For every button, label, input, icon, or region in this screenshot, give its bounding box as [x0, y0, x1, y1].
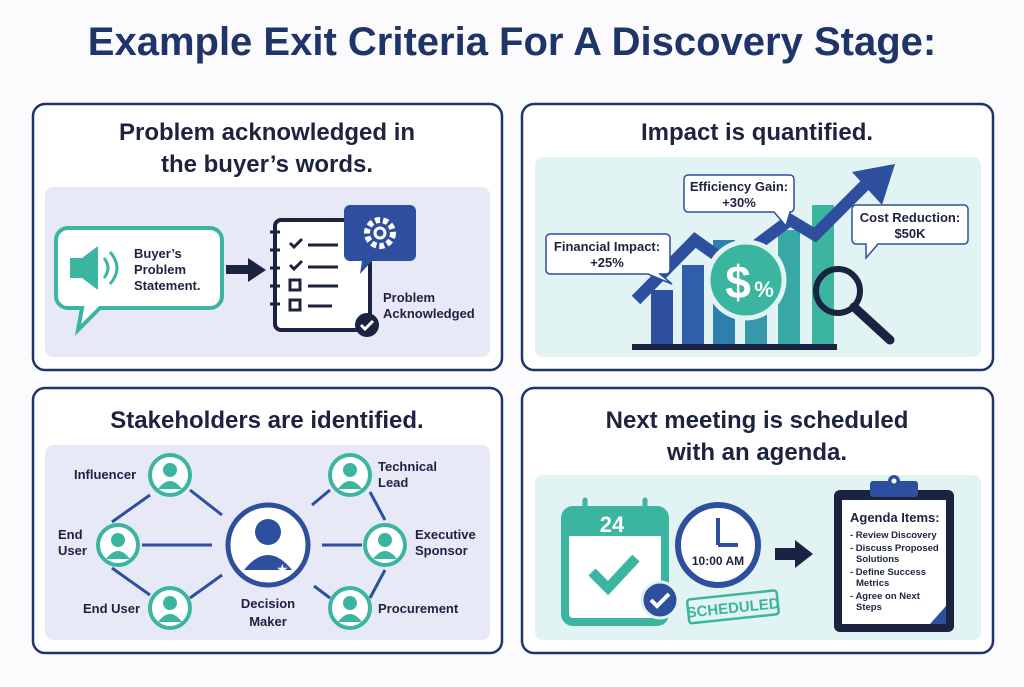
calendar-icon: 24 — [561, 497, 669, 626]
bubble-text-2: Problem — [134, 262, 186, 277]
magnifier-icon — [813, 266, 895, 345]
panel-heading-line1: Next meeting is scheduled — [606, 407, 909, 434]
agenda-title: Agenda Items: — [850, 510, 940, 525]
speaker-icon — [70, 246, 119, 290]
decision-maker-avatar: ★ — [225, 502, 311, 588]
center-label-1: Decision — [241, 596, 295, 611]
check-circle-icon — [355, 313, 379, 337]
avatar-end-user-2 — [148, 586, 192, 630]
agenda-item: - Review Discovery — [850, 530, 937, 541]
clipboard-icon — [834, 475, 954, 632]
bubble-text-3: Statement. — [134, 278, 200, 293]
callout-label: Financial Impact: — [554, 239, 660, 254]
avatar-technical-lead — [328, 453, 372, 497]
role-technical-lead-line1: Technical — [378, 459, 437, 474]
agenda-item: - Agree on Next — [850, 591, 921, 602]
panel-problem-acknowledged: Problem acknowledged in the buyer’s word… — [31, 102, 504, 372]
role-end-user-2: End User — [83, 601, 140, 616]
avatar-executive-sponsor — [363, 523, 407, 567]
callout-value: +25% — [590, 255, 624, 270]
clock-time: 10:00 AM — [692, 554, 744, 568]
role-influencer: Influencer — [74, 467, 136, 482]
agenda-item: - Discuss Proposed — [850, 543, 939, 554]
role-technical-lead-line2: Lead — [378, 475, 408, 490]
result-text-2: Acknowledged — [383, 306, 475, 321]
dollar-percent-badge: $ % — [705, 239, 787, 321]
panel-stakeholders: Stakeholders are identified. ★ Decision … — [31, 386, 504, 655]
clock-icon: 10:00 AM — [675, 502, 761, 588]
panel-heading-line2: with an agenda. — [666, 439, 847, 466]
role-procurement: Procurement — [378, 601, 459, 616]
callout-financial-impact: Financial Impact: +25% — [545, 233, 673, 285]
panel-heading: Stakeholders are identified. — [110, 407, 423, 434]
callout-cost-reduction: Cost Reduction: $50K — [851, 204, 969, 261]
panel-heading-line1: Problem acknowledged in — [119, 119, 415, 146]
role-executive-sponsor-line2: Sponsor — [415, 543, 468, 558]
bubble-text-1: Buyer’s — [134, 246, 182, 261]
agenda-item-cont: Solutions — [856, 554, 899, 565]
agenda-item: - Define Success — [850, 567, 926, 578]
agenda-item-cont: Steps — [856, 602, 882, 613]
panel-heading: Impact is quantified. — [641, 119, 873, 146]
role-end-user-line1: End — [58, 527, 83, 542]
role-end-user-line2: User — [58, 543, 87, 558]
gear-icon — [344, 205, 416, 274]
star-icon: ★ — [276, 561, 289, 577]
panel-heading-line2: the buyer’s words. — [161, 151, 373, 178]
check-circle-icon — [640, 580, 680, 620]
callout-label: Efficiency Gain: — [690, 179, 788, 194]
avatar-end-user — [96, 523, 140, 567]
panel-impact-quantified: Impact is quantified. $ % Financial Impa… — [520, 102, 995, 372]
agenda-list: - Review Discovery - Discuss Proposed So… — [850, 530, 939, 613]
agenda-item-cont: Metrics — [856, 578, 889, 589]
dollar-sign: $ — [725, 256, 751, 308]
page-title: Example Exit Criteria For A Discovery St… — [88, 20, 936, 64]
result-text-1: Problem — [383, 290, 435, 305]
avatar-procurement — [328, 586, 372, 630]
arrow-right-icon — [226, 258, 266, 282]
connector-arrows — [111, 488, 387, 600]
callout-label: Cost Reduction: — [860, 210, 960, 225]
callout-efficiency-gain: Efficiency Gain: +30% — [683, 174, 795, 228]
calendar-day: 24 — [600, 512, 625, 537]
center-label-2: Maker — [249, 614, 287, 629]
arrow-right-icon — [775, 540, 813, 568]
role-executive-sponsor-line1: Executive — [415, 527, 476, 542]
avatar-influencer — [148, 453, 192, 497]
callout-value: $50K — [894, 226, 926, 241]
callout-value: +30% — [722, 195, 756, 210]
panel-next-meeting: Next meeting is scheduled with an agenda… — [520, 386, 995, 655]
percent-sign: % — [754, 277, 774, 302]
